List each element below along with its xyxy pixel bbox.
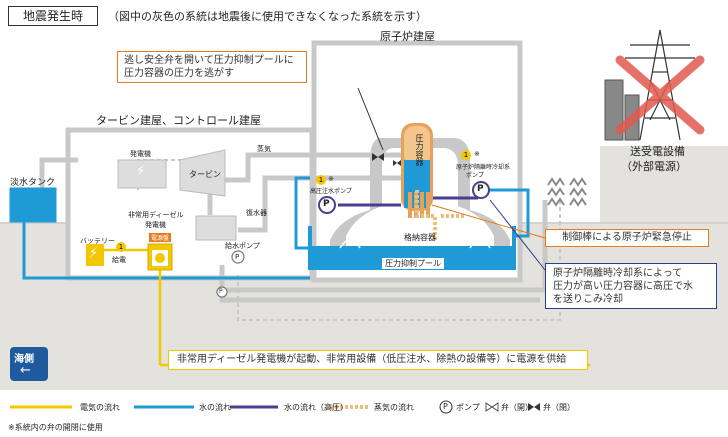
steam-label: 蒸気 (257, 145, 271, 153)
marker-1-hp: 1 (316, 175, 326, 185)
generator-box (117, 159, 167, 189)
battery-box (86, 244, 104, 266)
turbine-shape (179, 149, 226, 197)
battery-bolt-icon: ⚡ (89, 246, 99, 261)
diesel-callout-text: 非常用ディーゼル発電機が起動、非常用設備（低圧注水、除熱の設備等）に電源を供給 (177, 354, 567, 365)
feedwater-pump-letter: P (235, 253, 240, 261)
hp-note-mark: ※ (328, 175, 334, 183)
legend-electric: 電気の流れ (80, 403, 120, 412)
diesel-generator-rotor (155, 253, 165, 263)
pressure-vessel-label: 圧力容器 (415, 134, 424, 166)
rcic-pump (472, 181, 490, 199)
suppression-pool (308, 226, 516, 270)
bottom-pump-letter: P (219, 288, 223, 295)
fresh-water-tank (9, 187, 57, 223)
rcic-pump-label-line2: ポンプ (466, 172, 484, 179)
legend-marks (10, 400, 540, 414)
diesel-label-line1: 非常用ディーゼル (128, 211, 184, 219)
legend-pump-letter: P (443, 402, 448, 411)
sea-side-box (10, 347, 48, 381)
legend-valve-closed: 弁（閉） (543, 403, 575, 412)
fresh-water-tank-label: 淡水タンク (10, 178, 56, 188)
rcic-callout-line3: を送りこみ冷却 (553, 294, 623, 305)
legend-footnote: ※系統内の弁の開閉に使用 (8, 423, 103, 432)
safety-valve-callout-line2: 圧力容器の圧力を逃がす (124, 68, 234, 79)
turbine-label: タービン (189, 170, 221, 179)
turbine-building-label: タービン建屋、コントロール建屋 (96, 114, 261, 127)
control-rod-callout-text: 制御棒による原子炉緊急停止 (562, 232, 692, 243)
legend-steam: 蒸気の流れ (374, 403, 414, 412)
page-title: 地震発生時 (8, 6, 98, 26)
spargers (339, 239, 491, 249)
diesel-callout: 非常用ディーゼル発電機が起動、非常用設備（低圧注水、除熱の設備等）に電源を供給 (168, 350, 588, 370)
hp-injection-pump (318, 196, 336, 214)
rcic-callout: 原子炉隔離時冷却系によって 圧力が高い圧力容器に高圧で水 を送りこみ冷却 (545, 263, 717, 309)
sea-side-label: 海側 (14, 354, 34, 365)
shaking-indicator (547, 177, 587, 207)
marker-1-battery: 1 (116, 242, 126, 252)
water-flow (22, 176, 530, 280)
rcic-callout-line1: 原子炉隔離時冷却系によって (553, 268, 683, 279)
bottom-pump (216, 286, 228, 298)
suppression-pool-label: 圧力抑制プール (382, 258, 444, 269)
feedwater-pump-label: 給水ポンプ (225, 242, 260, 250)
containment-label: 格納容器 (404, 233, 436, 242)
generator-label: 発電機 (130, 150, 151, 158)
power-supply-label: 給電 (112, 256, 126, 264)
turbine-building (65, 127, 315, 281)
condenser-label: 復水器 (246, 209, 267, 217)
rcic-note-mark: ※ (474, 150, 480, 158)
condenser-box (195, 215, 237, 241)
legend-pump: ポンプ (456, 403, 480, 412)
safety-valve (372, 153, 384, 161)
substation-sub-label: （外部電源） (621, 160, 687, 173)
callout-leaders (357, 87, 546, 271)
diesel-badge: 電源盤 (149, 233, 172, 242)
control-rod-callout: 制御棒による原子炉緊急停止 (545, 229, 709, 247)
hp-pump-label: 高圧注水ポンプ (310, 188, 352, 195)
legend-valve-open: 弁（開） (501, 403, 533, 412)
feedwater-pump (231, 250, 245, 264)
sea-side-arrow-icon: ← (20, 363, 31, 378)
steam-flow (415, 190, 466, 240)
closed-valve (393, 160, 401, 166)
marker-1-rcic: 1 (461, 150, 471, 160)
safety-valve-callout-line1: 逃し安全弁を開いて圧力抑制プールに (124, 55, 294, 66)
failed-x-mark (615, 55, 705, 135)
rcic-pump-letter: P (477, 184, 484, 194)
generator-bolt-icon: ⚡ (136, 164, 146, 179)
high-pressure-flow (338, 196, 478, 207)
hp-pump-letter: P (323, 199, 330, 209)
battery-label: バッテリー (80, 237, 115, 245)
diesel-label-line2: 発電機 (145, 221, 166, 229)
safety-valve-callout: 逃し安全弁を開いて圧力抑制プールに 圧力容器の圧力を逃がす (117, 51, 307, 83)
legend-water: 水の流れ (199, 403, 231, 412)
rcic-pump-label-line1: 原子炉隔離時冷却系 (456, 164, 511, 171)
legend-water-high: 水の流れ（高圧） (284, 403, 348, 412)
rcic-callout-line2: 圧力が高い圧力容器に高圧で水 (553, 281, 693, 292)
reactor-building-label: 原子炉建屋 (380, 30, 435, 43)
substation-label: 送受電設備 (630, 145, 685, 158)
page-subtitle: （図中の灰色の系統は地震後に使用できなくなった系統を示す） (108, 10, 427, 23)
